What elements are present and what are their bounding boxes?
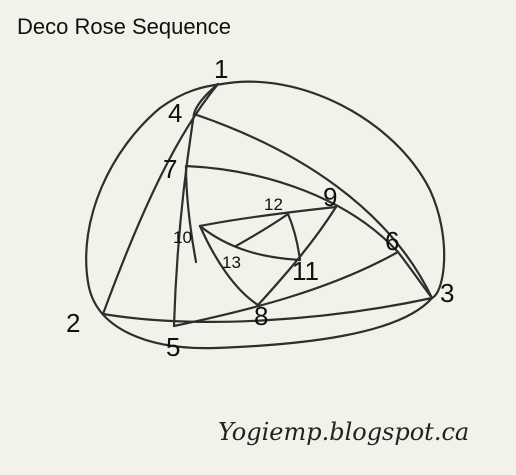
line-2-3 bbox=[101, 296, 434, 323]
petal-line-1-4 bbox=[192, 82, 220, 116]
point-label-9: 9 bbox=[323, 182, 337, 212]
line-7-6 bbox=[184, 164, 400, 254]
point-label-12: 12 bbox=[264, 195, 283, 214]
line-4-5 bbox=[172, 112, 196, 328]
point-label-8: 8 bbox=[254, 301, 268, 331]
line-9-10 bbox=[198, 205, 338, 228]
line-4-3 bbox=[192, 112, 434, 300]
point-label-2: 2 bbox=[66, 308, 80, 338]
point-label-1: 1 bbox=[214, 54, 228, 84]
line-11-12 bbox=[286, 212, 302, 262]
point-label-7: 7 bbox=[163, 154, 177, 184]
petal-line-1-2 bbox=[101, 82, 220, 316]
point-label-11: 11 bbox=[292, 256, 319, 286]
point-label-3: 3 bbox=[440, 278, 454, 308]
line-8-9 bbox=[256, 205, 338, 307]
point-label-4: 4 bbox=[168, 98, 182, 128]
outer-circle bbox=[85, 80, 446, 350]
point-label-13: 13 bbox=[222, 253, 241, 272]
line-5-6 bbox=[172, 250, 400, 328]
point-label-5: 5 bbox=[166, 332, 180, 362]
point-label-6: 6 bbox=[385, 226, 399, 256]
diagram-title: Deco Rose Sequence bbox=[17, 14, 232, 39]
line-12-13 bbox=[234, 212, 290, 248]
line-10-8 bbox=[198, 224, 260, 307]
credit-signature: Yogiemp.blogspot.ca bbox=[218, 418, 470, 446]
line-6-3 bbox=[396, 250, 434, 300]
line-10-11 bbox=[198, 224, 302, 262]
line-7-8 bbox=[184, 164, 198, 264]
point-label-10: 10 bbox=[173, 228, 192, 247]
